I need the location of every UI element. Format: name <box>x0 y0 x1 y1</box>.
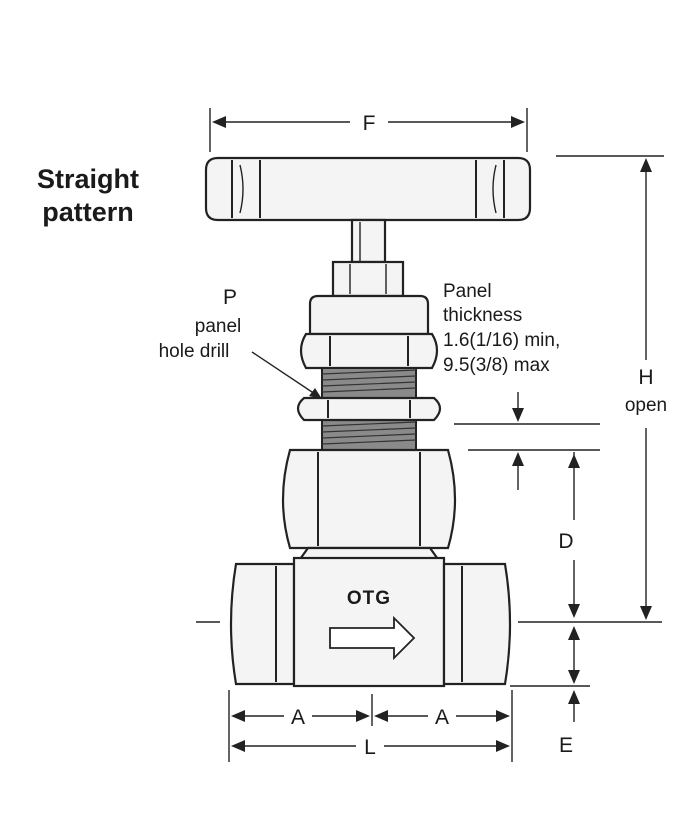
dimension-d-label: D <box>558 530 573 553</box>
dimension-a <box>228 690 513 762</box>
dimension-a-right-label: A <box>435 706 449 729</box>
dimension-h-label: H <box>638 366 653 389</box>
valve-handle <box>204 156 532 222</box>
panel-thickness-line-2: thickness <box>443 305 522 326</box>
valve-body <box>229 556 512 688</box>
panel-thickness-line-4: 9.5(3/8) max <box>443 355 550 376</box>
dimension-d <box>568 452 580 618</box>
panel-thickness-dimension <box>454 392 600 490</box>
dimension-l <box>231 740 510 752</box>
lower-hex <box>281 448 457 550</box>
dimension-h <box>556 155 664 620</box>
dimension-e <box>510 626 590 722</box>
dimension-f <box>209 108 528 152</box>
bonnet-hex <box>299 332 439 370</box>
panel-hole-line-2: hole drill <box>159 341 230 362</box>
panel-thickness-line-3: 1.6(1/16) min, <box>443 330 560 351</box>
dimension-f-label: F <box>363 112 376 135</box>
dimension-h-note: open <box>625 395 667 416</box>
panel-hole-leader <box>251 351 322 399</box>
bonnet-upper <box>308 294 430 336</box>
panel-nut <box>296 396 442 422</box>
dimension-l-label: L <box>364 736 376 759</box>
panel-thickness-line-1: Panel <box>443 281 492 302</box>
title-line-1: Straight <box>37 164 139 194</box>
title-line-2: pattern <box>42 197 134 227</box>
packing-nut <box>331 260 405 298</box>
dimension-a-left-label: A <box>291 706 305 729</box>
panel-hole-line-1: panel <box>195 316 242 337</box>
dimension-e-label: E <box>559 734 573 757</box>
valve-stem <box>350 218 387 264</box>
panel-hole-letter: P <box>223 286 237 309</box>
body-marking: OTG <box>347 588 391 609</box>
flow-arrow-icon <box>329 615 416 661</box>
